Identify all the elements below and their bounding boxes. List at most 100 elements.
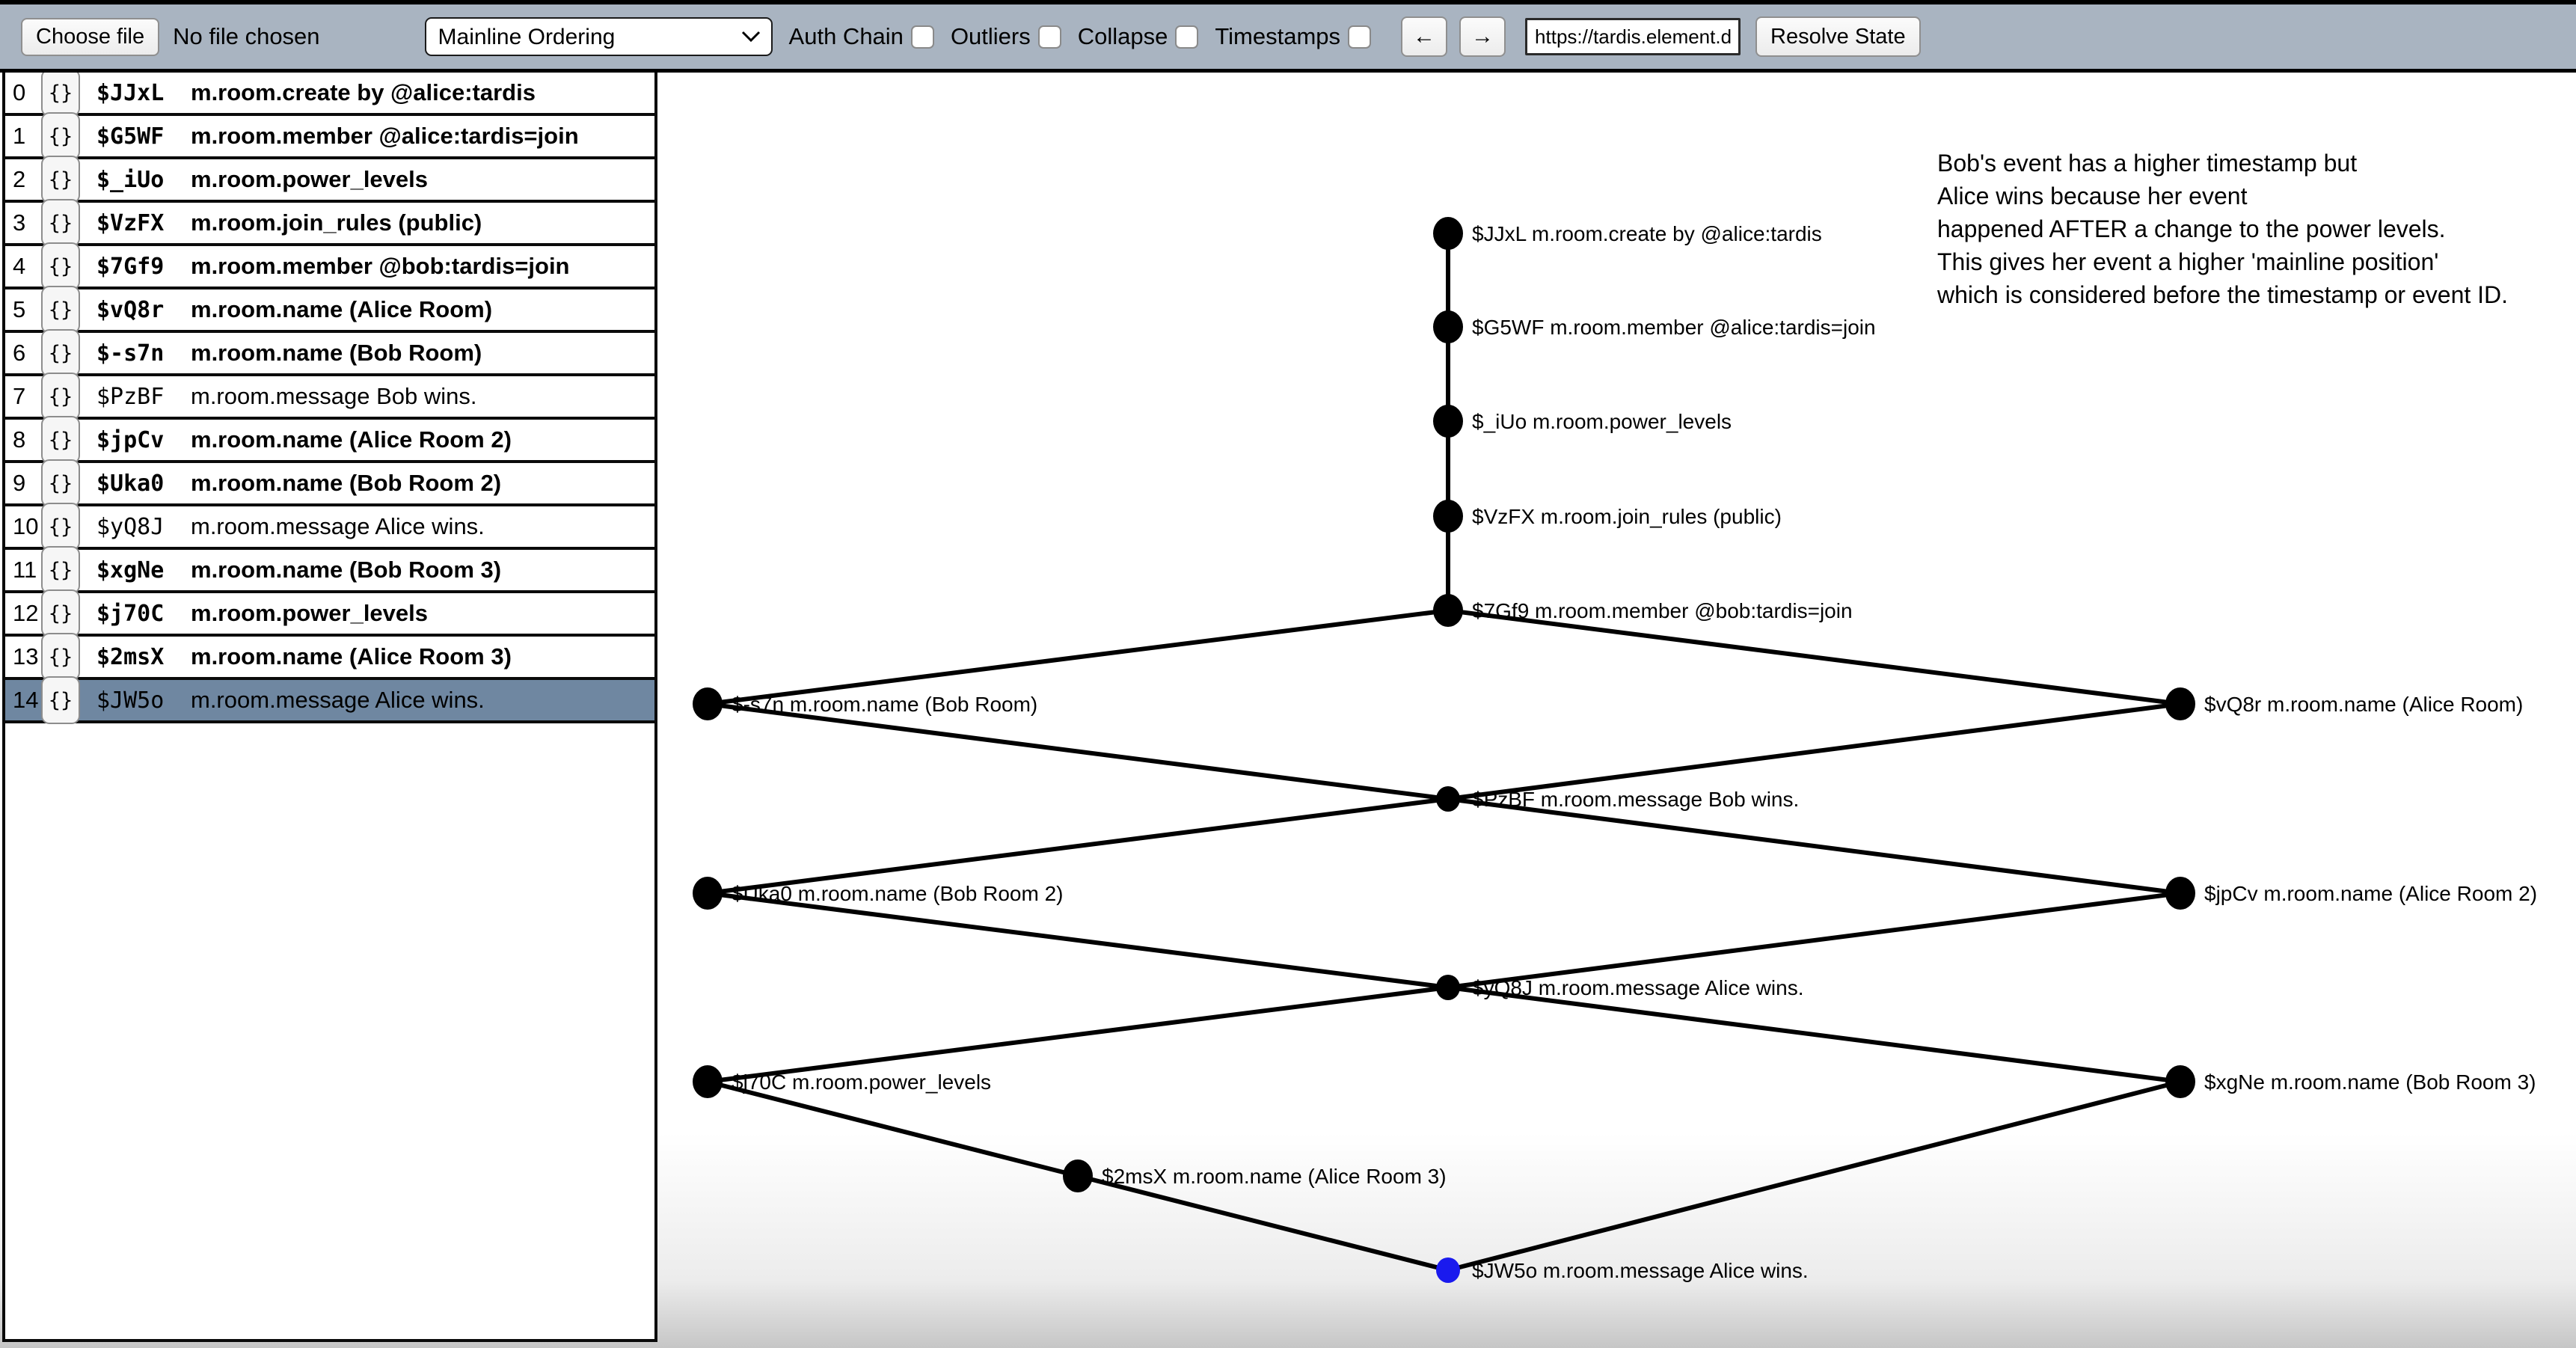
resolve-state-button[interactable]: Resolve State bbox=[1755, 16, 1921, 57]
event-list-row[interactable]: 1 {} $G5WF m.room.member @alice:tardis=j… bbox=[5, 112, 654, 160]
event-list-row[interactable]: 10 {} $yQ8J m.room.message Alice wins. bbox=[5, 503, 654, 551]
event-id: $PzBF bbox=[96, 383, 165, 410]
ordering-select[interactable]: Mainline Ordering bbox=[424, 17, 773, 56]
event-index: 4 bbox=[13, 253, 26, 279]
checkbox-collapse[interactable] bbox=[1175, 25, 1199, 49]
view-json-button[interactable]: {} bbox=[41, 112, 80, 160]
event-description: m.room.name (Alice Room 3) bbox=[191, 643, 512, 670]
event-index: 10 bbox=[13, 513, 39, 539]
dag-node-$2msX[interactable] bbox=[1063, 1159, 1093, 1192]
dag-node-label: $VzFX m.room.join_rules (public) bbox=[1472, 505, 1782, 528]
event-list-row[interactable]: 3 {} $VzFX m.room.join_rules (public) bbox=[5, 199, 654, 247]
checkbox-outliers[interactable] bbox=[1037, 25, 1061, 49]
event-list-row[interactable]: 12 {} $j70C m.room.power_levels bbox=[5, 589, 654, 637]
event-description: m.room.member @bob:tardis=join bbox=[191, 253, 570, 279]
view-json-button[interactable]: {} bbox=[41, 329, 80, 377]
dag-edge bbox=[1447, 608, 2181, 706]
event-description: m.room.name (Bob Room 2) bbox=[191, 470, 502, 496]
event-description: m.room.message Bob wins. bbox=[191, 383, 477, 409]
event-list-row[interactable]: 0 {} $JJxL m.room.create by @alice:tardi… bbox=[5, 73, 654, 117]
checkbox-label: Auth Chain bbox=[788, 23, 904, 49]
dag-node-label: $xgNe m.room.name (Bob Room 3) bbox=[2204, 1070, 2536, 1094]
dag-node-$VzFX[interactable] bbox=[1433, 500, 1463, 533]
view-json-button[interactable]: {} bbox=[41, 73, 80, 117]
dag-node-$_iUo[interactable] bbox=[1433, 405, 1463, 438]
choose-file-button[interactable]: Choose file bbox=[21, 17, 160, 56]
event-id: $xgNe bbox=[96, 557, 165, 583]
event-id: $7Gf9 bbox=[96, 253, 165, 280]
dag-edge bbox=[707, 1079, 1079, 1178]
checkbox-auth-chain[interactable] bbox=[910, 25, 934, 49]
view-json-button[interactable]: {} bbox=[41, 156, 80, 203]
dag-node-label: $vQ8r m.room.name (Alice Room) bbox=[2204, 693, 2523, 716]
view-json-button[interactable]: {} bbox=[41, 286, 80, 334]
server-url-input[interactable] bbox=[1525, 18, 1741, 55]
view-json-button[interactable]: {} bbox=[41, 242, 80, 290]
toolbar-checkbox-groups: Auth Chain Outliers Collapse Timestamps bbox=[773, 23, 1372, 50]
dag-edge bbox=[707, 702, 1449, 801]
event-id: $_iUo bbox=[96, 166, 165, 193]
checkbox-timestamps[interactable] bbox=[1348, 25, 1372, 49]
view-json-button[interactable]: {} bbox=[41, 546, 80, 594]
event-id: $JW5o bbox=[96, 687, 165, 714]
dag-node-$G5WF[interactable] bbox=[1433, 310, 1463, 343]
dag-edge bbox=[707, 608, 1449, 706]
event-list-row[interactable]: 6 {} $-s7n m.room.name (Bob Room) bbox=[5, 329, 654, 377]
checkbox-group-timestamps: Timestamps bbox=[1215, 23, 1372, 50]
dag-node-$JW5o[interactable] bbox=[1436, 1257, 1460, 1283]
event-description: m.room.create by @alice:tardis bbox=[191, 79, 536, 105]
dag-node-$j70C[interactable] bbox=[693, 1065, 723, 1098]
event-list-row[interactable]: 5 {} $vQ8r m.room.name (Alice Room) bbox=[5, 286, 654, 334]
event-list-row[interactable]: 2 {} $_iUo m.room.power_levels bbox=[5, 156, 654, 203]
view-json-button[interactable]: {} bbox=[41, 503, 80, 551]
view-json-button[interactable]: {} bbox=[41, 199, 80, 247]
event-list-row[interactable]: 4 {} $7Gf9 m.room.member @bob:tardis=joi… bbox=[5, 242, 654, 290]
event-list-row[interactable]: 13 {} $2msX m.room.name (Alice Room 3) bbox=[5, 633, 654, 681]
checkbox-label: Collapse bbox=[1077, 23, 1168, 49]
event-index: 2 bbox=[13, 166, 26, 192]
event-id: $G5WF bbox=[96, 123, 165, 150]
view-json-button[interactable]: {} bbox=[41, 373, 80, 420]
explanation-line: which is considered before the timestamp… bbox=[1937, 281, 2509, 308]
dag-node-$JJxL[interactable] bbox=[1433, 217, 1463, 250]
event-id: $VzFX bbox=[96, 209, 165, 236]
event-list-row[interactable]: 7 {} $PzBF m.room.message Bob wins. bbox=[5, 373, 654, 420]
dag-node-$jpCv[interactable] bbox=[2165, 877, 2195, 910]
dag-node-$xgNe[interactable] bbox=[2165, 1065, 2195, 1098]
dag-node-label: $Uka0 m.room.name (Bob Room 2) bbox=[732, 882, 1064, 905]
event-description: m.room.name (Bob Room) bbox=[191, 340, 482, 366]
event-index: 5 bbox=[13, 296, 26, 322]
dag-node-$vQ8r[interactable] bbox=[2165, 687, 2195, 720]
dag-node-label: $7Gf9 m.room.member @bob:tardis=join bbox=[1472, 599, 1853, 622]
event-description: m.room.name (Alice Room) bbox=[191, 296, 493, 322]
dag-node-$Uka0[interactable] bbox=[693, 877, 723, 910]
history-back-button[interactable]: ← bbox=[1401, 16, 1448, 57]
view-json-button[interactable]: {} bbox=[41, 633, 80, 681]
view-json-button[interactable]: {} bbox=[41, 416, 80, 464]
event-index: 8 bbox=[13, 426, 26, 453]
dag-node-$7Gf9[interactable] bbox=[1433, 594, 1463, 627]
checkbox-label: Outliers bbox=[950, 23, 1031, 49]
view-json-button[interactable]: {} bbox=[41, 459, 80, 507]
dag-node-label: $JW5o m.room.message Alice wins. bbox=[1472, 1259, 1809, 1282]
event-list-row[interactable]: 14 {} $JW5o m.room.message Alice wins. bbox=[5, 676, 654, 724]
dag-node-$-s7n[interactable] bbox=[693, 687, 723, 720]
dag-node-$PzBF[interactable] bbox=[1436, 786, 1460, 812]
event-index: 14 bbox=[13, 687, 39, 713]
event-description: m.room.message Alice wins. bbox=[191, 513, 485, 539]
event-list-row[interactable]: 8 {} $jpCv m.room.name (Alice Room 2) bbox=[5, 416, 654, 464]
dag-node-label: $_iUo m.room.power_levels bbox=[1472, 410, 1732, 433]
dag-edge bbox=[707, 891, 1449, 990]
view-json-button[interactable]: {} bbox=[41, 589, 80, 637]
dag-edge bbox=[1447, 702, 2181, 801]
view-json-button[interactable]: {} bbox=[41, 676, 80, 724]
event-id: $jpCv bbox=[96, 426, 165, 453]
event-index: 6 bbox=[13, 340, 26, 366]
history-forward-button[interactable]: → bbox=[1459, 16, 1506, 57]
explanation-line: happened AFTER a change to the power lev… bbox=[1937, 215, 2446, 242]
event-index: 1 bbox=[13, 123, 26, 149]
event-list-row[interactable]: 11 {} $xgNe m.room.name (Bob Room 3) bbox=[5, 546, 654, 594]
dag-node-$yQ8J[interactable] bbox=[1436, 975, 1460, 1000]
dag-node-label: $PzBF m.room.message Bob wins. bbox=[1472, 788, 1799, 811]
event-list-row[interactable]: 9 {} $Uka0 m.room.name (Bob Room 2) bbox=[5, 459, 654, 507]
